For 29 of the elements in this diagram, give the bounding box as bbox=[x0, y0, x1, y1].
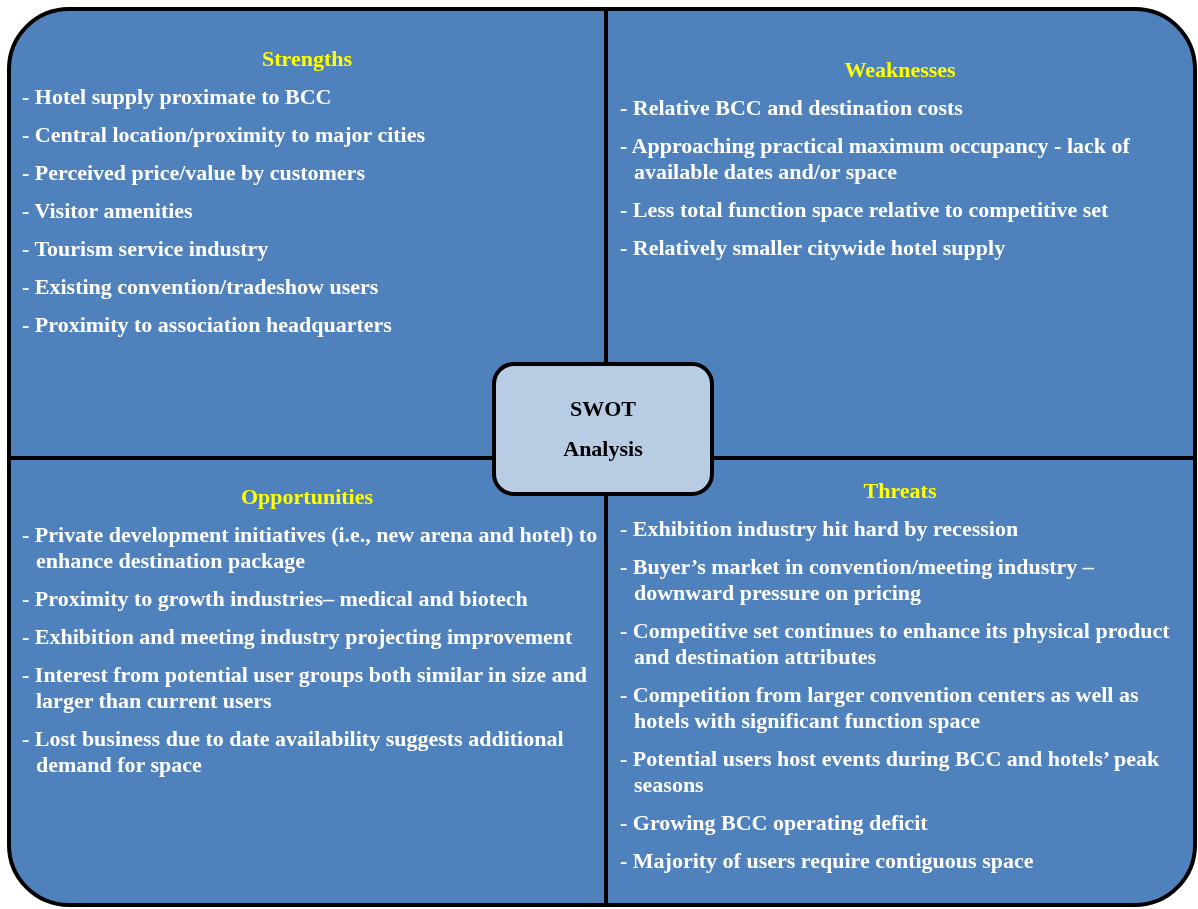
quadrant-heading: Threats bbox=[862, 478, 938, 504]
bullet-item: - Private development initiatives (i.e., new arena and hotel) to enhance destination package bbox=[21, 522, 599, 574]
quadrant-heading: Opportunities bbox=[240, 484, 374, 510]
bullet-item: - Approaching practical maximum occupancy - lack of available dates and/or space bbox=[619, 133, 1131, 185]
bullet-item: - Competition from larger convention centers as well as hotels with significant function space bbox=[619, 682, 1140, 734]
bullet-item: - Proximity to growth industries– medical and biotech bbox=[21, 586, 529, 612]
bullet-item: - Exhibition industry hit hard by recession bbox=[619, 516, 1020, 542]
bullet-item: - Interest from potential user groups both similar in size and larger than current users bbox=[21, 662, 589, 714]
bullet-item: - Lost business due to date availability suggests additional demand for space bbox=[21, 726, 565, 778]
bullet-item: - Growing BCC operating deficit bbox=[619, 810, 929, 836]
bullet-item: - Existing convention/tradeshow users bbox=[21, 274, 380, 300]
bullet-item: - Visitor amenities bbox=[21, 198, 194, 224]
bullet-item: - Competitive set continues to enhance its physical product and destination attributes bbox=[619, 618, 1171, 670]
bullet-item: - Central location/proximity to major cities bbox=[21, 122, 427, 148]
bullet-item: - Proximity to association headquarters bbox=[21, 312, 393, 338]
bullet-item: - Relative BCC and destination costs bbox=[619, 95, 964, 121]
bullet-item: - Hotel supply proximate to BCC bbox=[21, 84, 333, 110]
bullet-item: - Perceived price/value by customers bbox=[21, 160, 366, 186]
center-title: SWOT Analysis bbox=[562, 395, 644, 463]
quadrant-heading: Weaknesses bbox=[843, 57, 957, 83]
bullet-item: - Majority of users require contiguous space bbox=[619, 848, 1035, 874]
center-box bbox=[492, 362, 714, 496]
bullet-item: - Potential users host events during BCC and hotels’ peak seasons bbox=[619, 746, 1161, 798]
bullet-item: - Buyer’s market in convention/meeting industry – downward pressure on pricing bbox=[619, 554, 1095, 606]
quadrant-heading: Strengths bbox=[260, 46, 354, 72]
bullet-item: - Relatively smaller citywide hotel supply bbox=[619, 235, 1007, 261]
bullet-item: - Less total function space relative to competitive set bbox=[619, 197, 1110, 223]
bullet-item: - Exhibition and meeting industry projecting improvement bbox=[21, 624, 574, 650]
bullet-item: - Tourism service industry bbox=[21, 236, 270, 262]
